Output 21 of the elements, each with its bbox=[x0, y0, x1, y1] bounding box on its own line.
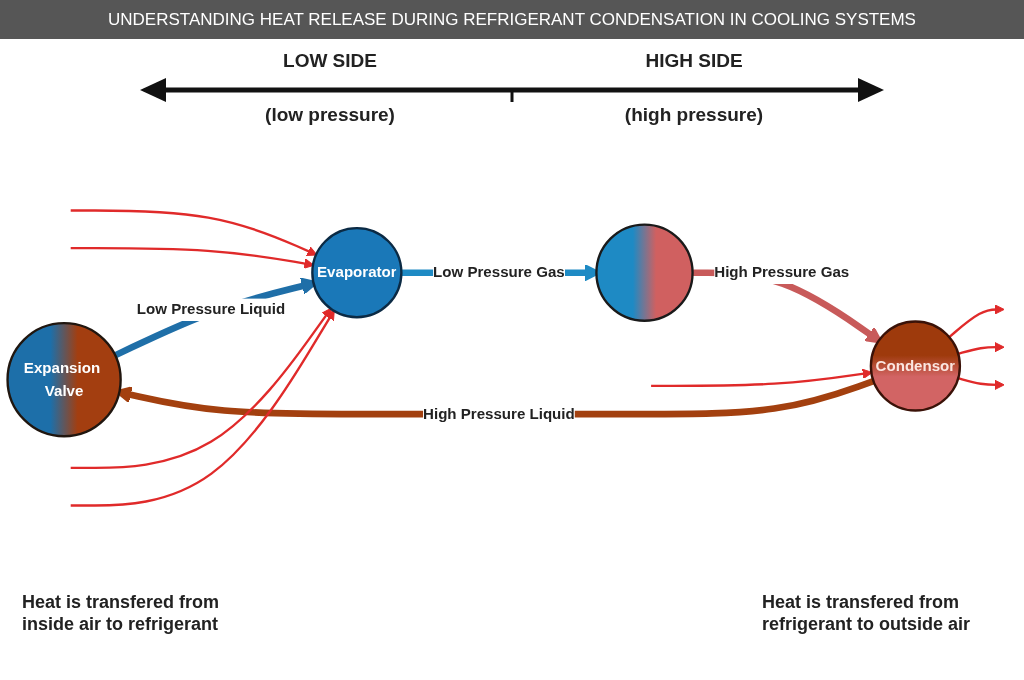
side-label: LOW SIDE bbox=[283, 50, 377, 72]
heat-transfer-note: Heat is transfered from refrigerant to outside air bbox=[762, 592, 972, 636]
arrow bbox=[957, 342, 1005, 355]
node-circle: Expansion Valve bbox=[6, 321, 122, 438]
edge-label: High Pressure Liquid bbox=[423, 405, 575, 422]
title-banner: UNDERSTANDING HEAT RELEASE DURING REFRIGERANT CONDENSATION IN COOLING SYSTEMS bbox=[0, 0, 1024, 40]
node-circle bbox=[595, 223, 694, 322]
pressure-label: (low pressure) bbox=[265, 104, 395, 126]
arrow bbox=[70, 309, 335, 507]
edge-label: High Pressure Gas bbox=[714, 264, 850, 281]
side-label: HIGH SIDE bbox=[645, 50, 743, 72]
arrow bbox=[70, 307, 332, 469]
edge-label: Low Pressure Liquid bbox=[136, 301, 286, 318]
node-circle: Evaporator bbox=[311, 227, 403, 319]
node-circle: Condensor bbox=[869, 320, 962, 412]
arrow bbox=[948, 304, 1005, 338]
arrow bbox=[70, 209, 318, 256]
heat-transfer-note: Heat is transfered from inside air to refrigerant bbox=[22, 592, 221, 636]
edge-label: Low Pressure Gas bbox=[433, 264, 565, 281]
pressure-label: (high pressure) bbox=[624, 104, 764, 126]
arrow bbox=[957, 377, 1005, 391]
